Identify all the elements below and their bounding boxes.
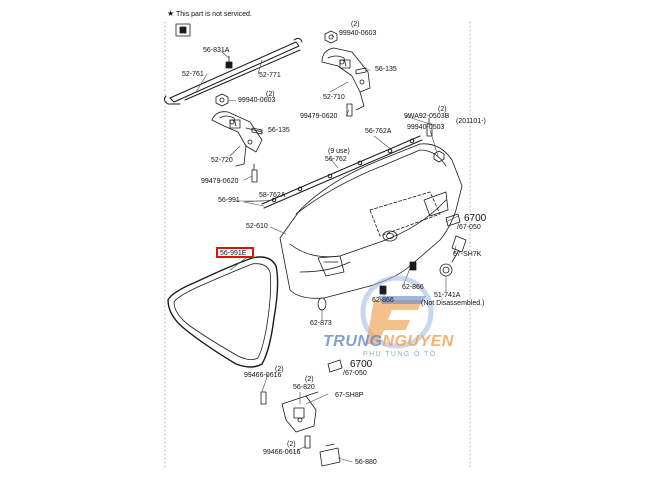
note-text: This part is not serviced. bbox=[176, 11, 252, 18]
callout-62-866-b[interactable]: 62-866 bbox=[372, 297, 394, 304]
callout-56-831a[interactable]: 56-831A bbox=[203, 47, 230, 54]
callout-56-820[interactable]: 56-820 bbox=[293, 384, 315, 391]
callout-6700-bottom[interactable]: 6700 bbox=[350, 359, 373, 370]
callout-56-880[interactable]: 56-880 bbox=[355, 459, 377, 466]
callout-52-710[interactable]: 52-710 bbox=[323, 94, 345, 101]
leader-lines bbox=[195, 33, 459, 463]
callout-qty-99466-top: (2) bbox=[275, 366, 284, 373]
callout-52-771[interactable]: 52-771 bbox=[259, 72, 281, 79]
latch-assembly bbox=[281, 391, 319, 433]
callout-qty-99940-0603-top: (2) bbox=[351, 21, 360, 28]
callout-9wa92-0503b[interactable]: 9WA92-0503B bbox=[404, 113, 450, 120]
logo-word-1: TRUNG bbox=[323, 333, 383, 350]
bracket-part bbox=[175, 23, 191, 37]
trung-nguyen-logo-icon bbox=[360, 275, 434, 349]
callout-62-866[interactable]: 62-866 bbox=[402, 284, 424, 291]
callout-52-720[interactable]: 52-720 bbox=[211, 157, 233, 164]
not-serviced-note: ★ This part is not serviced. bbox=[167, 10, 252, 19]
nut-left bbox=[215, 93, 229, 107]
star-icon: ★ bbox=[167, 9, 175, 18]
callout-56-135-left[interactable]: 56-135 bbox=[268, 127, 290, 134]
callout-56-991[interactable]: 56-991 bbox=[218, 197, 240, 204]
callout-99479-0620-left[interactable]: 99479-0620 bbox=[201, 178, 239, 185]
logo-wordmark: TRUNGNGUYEN bbox=[323, 333, 454, 351]
callout-99940-0603-left[interactable]: 99940-0603 bbox=[238, 97, 276, 104]
callout-not-disassembled: (Not Disassembled.) bbox=[421, 300, 485, 307]
connector-icon-bottom bbox=[327, 359, 343, 373]
callout-99466-0616-bottom[interactable]: 99466-0616 bbox=[263, 449, 301, 456]
callout-qty-99940-0603-left: (2) bbox=[266, 91, 275, 98]
callout-99479-0620-right[interactable]: 99479-0620 bbox=[300, 113, 338, 120]
callout-99940-0603-top[interactable]: 99940-0603 bbox=[339, 30, 377, 37]
callout-52-761[interactable]: 52-761 bbox=[182, 71, 204, 78]
callout-67-sh7k[interactable]: 67-SH7K bbox=[453, 251, 482, 258]
frame-dots bbox=[164, 21, 471, 471]
callout-qty-56-820: (2) bbox=[305, 376, 314, 383]
highlighted-part-label: 56-991E bbox=[220, 250, 247, 257]
connector-icon-top bbox=[445, 213, 461, 227]
callout-201101: (201101-) bbox=[456, 118, 486, 125]
callout-qty-99466-bottom: (2) bbox=[287, 441, 296, 448]
bolt-right-lower bbox=[346, 103, 353, 117]
callout-99466-0616-top[interactable]: 99466-0616 bbox=[244, 372, 282, 379]
lid-moldings bbox=[261, 135, 423, 209]
logo-word-2: NGUYEN bbox=[382, 333, 454, 350]
bolt-left bbox=[251, 127, 263, 135]
striker bbox=[319, 443, 341, 467]
bolt-left-lower bbox=[251, 163, 258, 183]
callout-67-sh8p[interactable]: 67-SH8P bbox=[335, 392, 364, 399]
clip-56-831a bbox=[225, 55, 233, 69]
torsion-bars bbox=[163, 37, 303, 105]
latch-bolt-top bbox=[260, 391, 267, 405]
callout-67-050-bottom: /67-050 bbox=[343, 370, 367, 377]
callout-6700-top[interactable]: 6700 bbox=[464, 213, 487, 224]
callout-51-741a[interactable]: 51-741A bbox=[434, 292, 461, 299]
callout-56-135-top[interactable]: 56-135 bbox=[375, 66, 397, 73]
callout-67-050-top: /67-050 bbox=[457, 224, 481, 231]
latch-bolt-bottom bbox=[304, 435, 311, 449]
callout-52-610[interactable]: 52-610 bbox=[246, 223, 268, 230]
logo-subtitle: PHỤ TÙNG Ô TÔ bbox=[363, 351, 437, 358]
lid-switch-part bbox=[439, 235, 467, 277]
weatherstrip-seal bbox=[167, 256, 279, 368]
callout-62-873[interactable]: 62-873 bbox=[310, 320, 332, 327]
callout-99940-0503[interactable]: 99940-0503 bbox=[407, 124, 445, 131]
callout-qty-9wa92: (2) bbox=[438, 106, 447, 113]
nut-99940-0503 bbox=[433, 150, 445, 163]
highlighted-part-box[interactable]: 56-991E bbox=[216, 247, 254, 258]
bolt-right bbox=[355, 67, 367, 75]
callout-9-use: (9 use) bbox=[328, 148, 350, 155]
hinge-left bbox=[211, 111, 263, 167]
callout-56-762a-right[interactable]: 56-762A bbox=[365, 128, 392, 135]
callout-58-762a-left[interactable]: 58-762A bbox=[259, 192, 286, 199]
bumps-62-866 bbox=[379, 261, 417, 295]
nut-top bbox=[324, 30, 338, 44]
hinge-right bbox=[321, 47, 371, 111]
callout-56-762[interactable]: 56-762 bbox=[325, 156, 347, 163]
